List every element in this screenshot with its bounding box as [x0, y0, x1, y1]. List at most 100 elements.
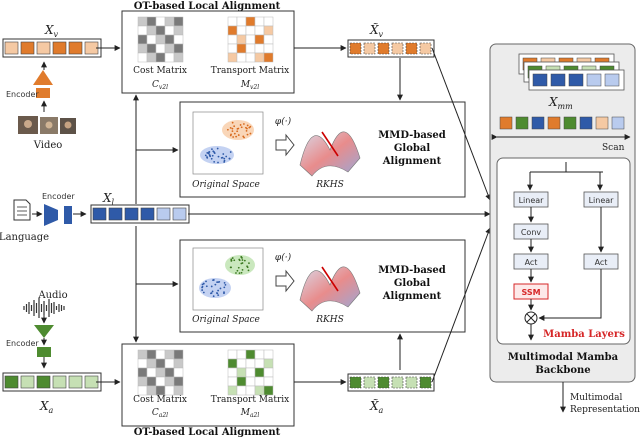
trans-top-cell [245, 34, 256, 45]
mmd-distance-bottom-icon [321, 266, 339, 292]
language-point [210, 285, 213, 288]
video-point [231, 127, 234, 130]
trans-bot-cell [245, 376, 256, 387]
audio-waveform-icon [23, 298, 65, 318]
trans-top-cell [227, 16, 238, 27]
backbone-title-line1: Multimodal Mamba [508, 352, 619, 363]
original-space-bottom-label: Original Space [192, 315, 260, 325]
audio-token [4, 375, 19, 389]
video-face-1-icon [24, 120, 32, 128]
audio-point [230, 266, 232, 269]
trans-top-cell [254, 52, 265, 63]
video-point [249, 125, 252, 128]
ot-bottom-title: OT-based Local Alignment [134, 427, 281, 438]
cost-bot-cell [173, 367, 184, 378]
cost-top-cell [173, 34, 184, 45]
language-point [212, 295, 215, 298]
language-point [212, 279, 215, 281]
video-point [233, 132, 236, 135]
cost-bot-cell [155, 376, 166, 387]
trans-top-cell [245, 25, 256, 36]
trans-bot-cell [263, 349, 274, 360]
mmd-top-box [179, 101, 466, 198]
aligned-video-token [363, 42, 376, 55]
linear2-label: Linear [589, 196, 615, 205]
language-point [217, 289, 220, 292]
language-point [223, 291, 225, 294]
language-point [220, 156, 223, 159]
aligned-audio-token [391, 376, 404, 389]
aligned-audio-token [405, 376, 418, 389]
cost-top-cell [164, 16, 175, 27]
mm-token [499, 116, 513, 130]
language-point [229, 151, 232, 153]
mmd-bottom-box [179, 239, 466, 333]
trans-bot-cell [236, 376, 247, 387]
cost-top-cell [146, 16, 157, 27]
trans-bot-cell [227, 367, 238, 378]
audio-encoder-icon [34, 325, 54, 338]
cost-matrix-top [137, 16, 184, 63]
conv-label: Conv [521, 228, 542, 237]
cost-bot-cell [164, 349, 175, 360]
mm-token [531, 116, 545, 130]
transport-matrix-top-symbol: Mv2l [240, 80, 259, 91]
trans-bot-cell [254, 349, 265, 360]
scatter-points-bottom [201, 256, 250, 298]
audio-point [241, 268, 244, 271]
trans-bot-cell [227, 358, 238, 369]
trans-bot-cell [245, 367, 256, 378]
trans-bot-cell [254, 385, 265, 396]
language-point [217, 161, 219, 164]
audio-encoder-base-icon [37, 347, 51, 357]
language-token [156, 207, 171, 221]
multimodal-token-stack [518, 53, 625, 91]
video-feature-symbol: Xv [44, 23, 59, 39]
language-token [108, 207, 123, 221]
cost-matrix-top-label: Cost Matrix [133, 66, 187, 76]
trans-bot-cell [245, 358, 256, 369]
video-face-2-icon [45, 121, 53, 129]
trans-top-cell [227, 34, 238, 45]
trans-top-cell [263, 52, 274, 63]
mm-token [611, 116, 625, 130]
audio-input-label: Audio [37, 290, 67, 301]
language-point [207, 152, 210, 155]
cost-top-cell [146, 52, 157, 63]
video-input-label: Video [33, 140, 63, 151]
aligned-video-tokens [347, 39, 435, 58]
aligned-audio-token [349, 376, 362, 389]
video-token [68, 41, 83, 55]
trans-top-cell [245, 43, 256, 54]
language-point [218, 281, 221, 283]
language-encoder-base-icon [64, 206, 72, 224]
video-encoder-icon [33, 70, 53, 85]
language-token [172, 207, 187, 221]
trans-top-cell [236, 43, 247, 54]
line [526, 313, 536, 323]
cost-top-cell [164, 34, 175, 45]
video-point [246, 133, 249, 136]
language-point [211, 154, 214, 157]
trans-top-cell [245, 52, 256, 63]
audio-point [241, 262, 244, 264]
cost-top-cell [173, 25, 184, 36]
scatter-points-top [204, 121, 252, 164]
rkhs-top-label: RKHS [315, 180, 344, 190]
language-point [217, 155, 220, 158]
linear1-label: Linear [519, 196, 545, 205]
aligned-audio-symbol: X̃a [369, 398, 384, 415]
cost-top-cell [173, 52, 184, 63]
mmd-distance-top-icon [321, 131, 339, 157]
aligned-audio-token [363, 376, 376, 389]
language-feature-symbol: Xl [102, 191, 115, 207]
audio-point [240, 256, 243, 258]
trans-bot-cell [227, 376, 238, 387]
audio-token [36, 375, 51, 389]
trans-top-cell [254, 34, 265, 45]
cost-top-cell [155, 25, 166, 36]
language-point [210, 157, 213, 160]
mmd-bottom-title-line2: Global [394, 278, 430, 289]
video-point [237, 134, 240, 136]
aligned-video-token [419, 42, 432, 55]
